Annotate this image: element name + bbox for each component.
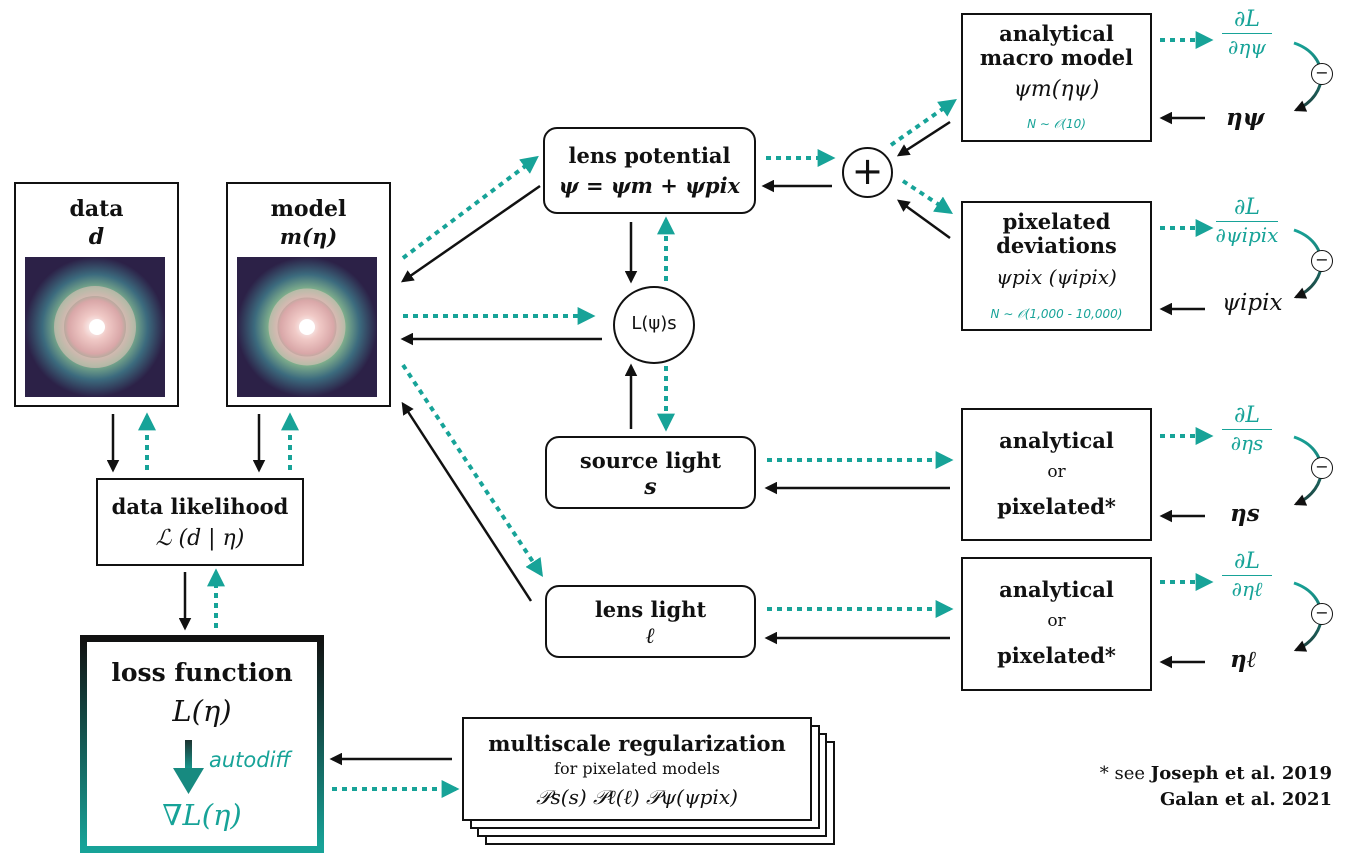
param-eta-l: ηℓ: [1230, 646, 1257, 673]
likelihood-title: data likelihood: [111, 494, 289, 519]
gradient-psi-pix: ∂L ∂ψipix: [1214, 195, 1280, 248]
pixel-deviations-box: pixelated deviations ψpix (ψipix) N ∼ 𝒪(…: [961, 201, 1152, 331]
gradient-eta-l: ∂L ∂ηℓ: [1220, 550, 1274, 601]
footnote-ref-galan: Galan et al. 2021: [1159, 789, 1332, 810]
gradient-1-numerator: ∂L: [1234, 7, 1260, 32]
regularization-box: multiscale regularization for pixelated …: [462, 717, 812, 821]
pixel-deviations-count: N ∼ 𝒪(1,000 - 10,000): [990, 307, 1123, 321]
lensing-operator-label: L(ψ)s: [631, 313, 677, 334]
arrow-lenslight-to-model: [401, 401, 533, 602]
gradient-2-denominator: ∂ψipix: [1215, 223, 1279, 247]
loss-gradient: ∇L(η): [162, 798, 242, 832]
regularization-title: multiscale regularization: [488, 731, 786, 756]
pixel-deviations-line1: pixelated: [1002, 209, 1111, 234]
minus-icon-2: −: [1311, 250, 1333, 272]
source-model-line2: or: [1047, 462, 1066, 482]
macro-model-line1: analytical: [999, 21, 1114, 46]
param-psi-pix: ψipix: [1222, 290, 1283, 316]
macro-model-line2: macro model: [979, 45, 1134, 70]
pixel-deviations-formula: ψpix (ψipix): [996, 265, 1117, 289]
source-light-box: source light s: [545, 436, 756, 509]
gradient-eta-s: ∂L ∂ηs: [1220, 404, 1274, 455]
arrow-potential-to-model: [400, 184, 541, 283]
footnote-ref-joseph: Joseph et al. 2019: [1150, 763, 1332, 784]
model-box: model m(η): [226, 182, 391, 407]
lens-light-model-line1: analytical: [999, 577, 1114, 602]
loss-title: loss function: [111, 658, 293, 687]
teal-arrow-model-to-lenslight: [401, 363, 543, 578]
data-image: [25, 257, 165, 397]
source-model-line1: analytical: [999, 428, 1114, 453]
likelihood-box: data likelihood ℒ (d | η): [96, 478, 304, 566]
source-light-symbol: s: [644, 474, 657, 500]
lens-potential-formula: ψ = ψm + ψpix: [558, 173, 741, 198]
lensing-operator-node: L(ψ)s: [613, 286, 695, 364]
gradient-4-denominator: ∂ηℓ: [1231, 577, 1263, 601]
arrow-macro-to-plus: [896, 120, 951, 157]
macro-model-box: analytical macro model ψm(ηψ) N ∼ 𝒪(10): [961, 13, 1152, 142]
lens-light-model-line2: or: [1047, 611, 1066, 631]
loss-box: loss function L(η) autodiff ∇L(η): [80, 635, 324, 853]
macro-model-formula: ψm(ηψ): [1013, 77, 1100, 102]
gradient-3-denominator: ∂ηs: [1230, 431, 1264, 455]
lens-light-symbol: ℓ: [645, 623, 656, 649]
lens-potential-title: lens potential: [568, 143, 731, 168]
lens-light-title: lens light: [594, 597, 707, 622]
param-eta-s: ηs: [1230, 500, 1260, 527]
lens-light-model-box: analytical or pixelated*: [961, 557, 1152, 691]
pixel-deviations-line2: deviations: [996, 233, 1117, 258]
model-image: [237, 257, 377, 397]
teal-arrow-plus-to-macro: [889, 98, 957, 147]
regularization-subtitle: for pixelated models: [554, 759, 720, 778]
gradient-1-denominator: ∂ηψ: [1227, 35, 1266, 59]
minus-icon-4: −: [1311, 603, 1333, 625]
data-title: data: [69, 196, 124, 222]
source-light-title: source light: [579, 448, 722, 473]
lens-light-box: lens light ℓ: [545, 585, 756, 658]
loss-formula: L(η): [172, 694, 232, 728]
source-model-box: analytical or pixelated*: [961, 408, 1152, 541]
teal-arrow-plus-to-pixdev: [901, 179, 954, 214]
data-box: data d: [14, 182, 179, 407]
lens-potential-box: lens potential ψ = ψm + ψpix: [543, 127, 756, 214]
sum-symbol: +: [851, 149, 884, 193]
model-title: model: [270, 196, 347, 222]
minus-icon-1: −: [1311, 63, 1333, 85]
footnote-prefix: * see: [1099, 763, 1146, 784]
gradient-3-numerator: ∂L: [1234, 403, 1260, 428]
regularization-terms: 𝒫s(s) 𝒫ℓ(ℓ) 𝒫ψ(ψpix): [536, 785, 738, 809]
teal-arrow-model-to-potential: [401, 155, 539, 260]
data-symbol: d: [88, 224, 105, 250]
gradient-eta-psi: ∂L ∂ηψ: [1220, 8, 1274, 59]
source-model-line3: pixelated*: [997, 494, 1116, 519]
minus-icon-3: −: [1311, 457, 1333, 479]
macro-model-count: N ∼ 𝒪(10): [1027, 117, 1086, 131]
model-symbol: m(η): [279, 224, 338, 249]
param-eta-psi: ηψ: [1226, 104, 1265, 131]
arrow-pixdev-to-plus: [896, 199, 951, 240]
gradient-2-numerator: ∂L: [1234, 195, 1260, 220]
footnote-line1: * see Joseph et al. 2019: [1100, 763, 1332, 784]
autodiff-arrow: [173, 740, 204, 794]
gradient-4-numerator: ∂L: [1234, 549, 1260, 574]
sum-node: +: [842, 147, 893, 198]
lens-light-model-line3: pixelated*: [997, 643, 1116, 668]
likelihood-formula: ℒ (d | η): [155, 526, 245, 551]
autodiff-label: autodiff: [209, 748, 291, 772]
